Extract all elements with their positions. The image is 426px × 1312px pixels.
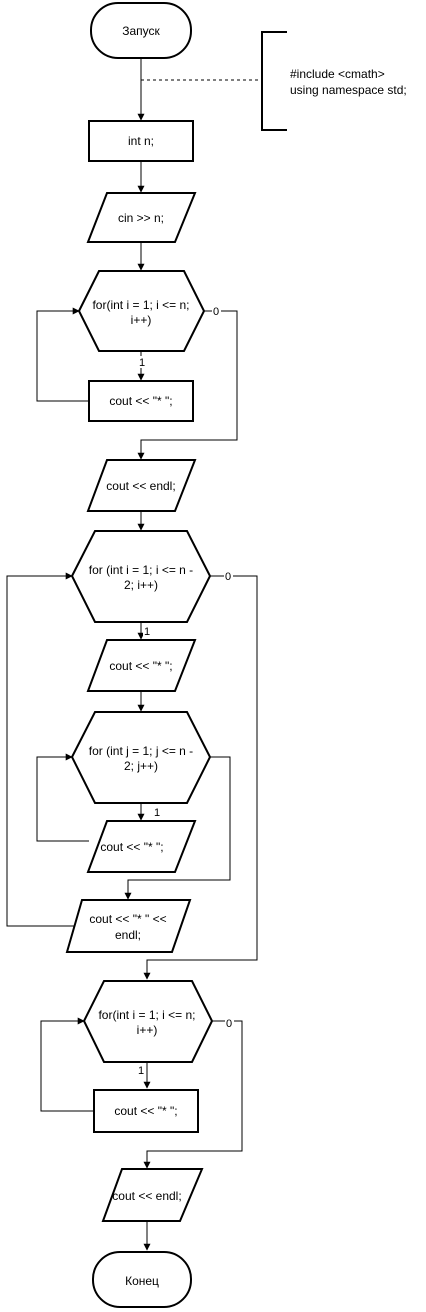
print-star-label-1: cout << "* ";: [109, 394, 172, 408]
print-star-io-2: [86, 639, 197, 692]
loop3-yes-label: 1: [154, 807, 160, 819]
print-star-process-5: [93, 1089, 199, 1133]
edge-out5-back-loop4: [40, 1017, 94, 1112]
input-n-io: [86, 192, 197, 243]
edge-out1-back-loop1: [36, 307, 89, 402]
print-star-endl-line2: endl;: [115, 928, 141, 942]
loop1-label-line2: i++): [131, 313, 152, 327]
loop4-label-line2: i++): [137, 1023, 158, 1037]
loop4-label-line1: for(int i = 1; i <= n;: [98, 1008, 195, 1022]
edge-loop1-exit: [137, 310, 238, 460]
print-endl-label-2: cout << endl;: [112, 1189, 181, 1203]
end-terminator: [92, 1251, 192, 1308]
comment-line-2: using namespace std;: [290, 83, 407, 97]
loop3-label-line2: 2; j++): [124, 759, 158, 773]
loop1-yes-label: 1: [139, 357, 145, 369]
loop4-no-label: 0: [226, 1018, 232, 1030]
input-n-label: cin >> n;: [118, 211, 164, 225]
loop1-preparation: [77, 270, 206, 352]
print-star-label-2: cout << "* ";: [109, 659, 172, 673]
loop3-preparation: [70, 711, 212, 804]
print-star-label-3: cout << "* ";: [100, 840, 163, 854]
loop2-preparation: [70, 530, 212, 623]
loop4-preparation: [82, 980, 214, 1063]
loop1-no-label: 0: [213, 306, 219, 318]
print-endl-label-1: cout << endl;: [106, 479, 175, 493]
declare-n-process: [88, 120, 194, 162]
declare-n-label: int n;: [128, 134, 154, 148]
loop1-label-line1: for(int i = 1; i <= n;: [92, 298, 189, 312]
print-star-label-5: cout << "* ";: [114, 1104, 177, 1118]
loop4-yes-label: 1: [138, 1065, 144, 1077]
end-label: Конец: [125, 1274, 159, 1288]
print-star-endl-io: [65, 899, 192, 953]
loop2-label-line2: 2; i++): [124, 578, 158, 592]
print-endl-io-1: [86, 459, 197, 512]
print-endl-io-2: [101, 1168, 204, 1222]
print-star-endl-line1: cout << "* " <<: [89, 912, 166, 926]
start-terminator: [90, 2, 192, 59]
start-label: Запуск: [122, 24, 160, 38]
print-star-process-1: [88, 380, 194, 422]
comment-line-1: #include <cmath>: [290, 67, 385, 81]
edge-out3-back-loop3: [36, 753, 89, 842]
loop2-yes-label: 1: [144, 626, 150, 638]
loop2-no-label: 0: [225, 571, 231, 583]
comment-bracket: [261, 31, 287, 131]
loop2-label-line1: for (int i = 1; i <= n -: [89, 563, 193, 577]
loop3-label-line1: for (int j = 1; j <= n -: [89, 744, 193, 758]
edge-loop2-exit: [143, 575, 258, 980]
edge-loop3-exit: [124, 756, 231, 900]
print-star-io-3: [86, 820, 197, 873]
edge-out4-back-loop2: [6, 572, 74, 927]
